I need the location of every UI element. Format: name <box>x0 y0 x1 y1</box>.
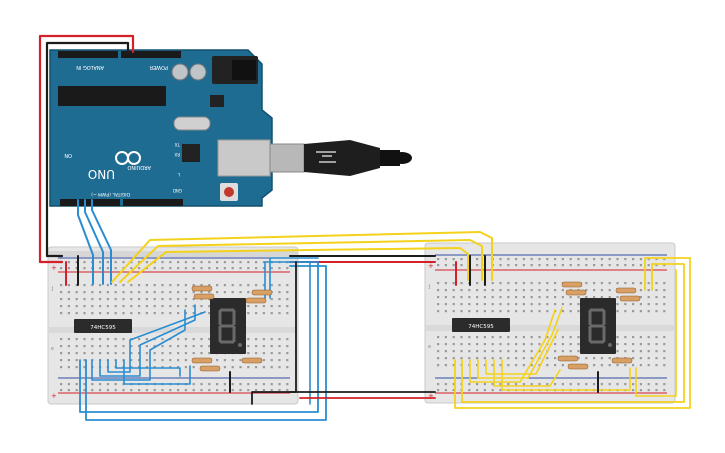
wire-blue-seg[interactable] <box>91 309 186 381</box>
plus-label-right-bottom: + <box>428 392 434 400</box>
wire-blue-2[interactable] <box>84 199 104 285</box>
gnd-label: GND <box>173 188 182 193</box>
digital-header-low <box>60 199 120 206</box>
power-header <box>121 51 181 58</box>
analog-in-label: ANALOG IN <box>76 64 104 70</box>
wire-yellow-1[interactable] <box>111 231 493 283</box>
row-letter-j: j <box>51 286 54 292</box>
wire-yellow-seg[interactable] <box>469 309 556 383</box>
analog-header <box>58 51 118 58</box>
wire-blue-3[interactable] <box>91 199 112 285</box>
resistors-left[interactable] <box>191 285 273 372</box>
on-label: ON <box>64 152 72 158</box>
wire-blue-right[interactable] <box>264 261 311 405</box>
plus-label: + <box>51 264 57 272</box>
wire-blue-seg[interactable] <box>99 304 196 377</box>
arduino-uno-board[interactable]: UNO ARDUINO ON ANALOG IN POWER DIGITAL (… <box>49 49 273 207</box>
plus-label-right: + <box>428 262 434 270</box>
crystal <box>173 116 211 131</box>
usb-port <box>217 139 271 177</box>
wire-yellow-2[interactable] <box>119 239 483 283</box>
seven-segment-left[interactable] <box>210 298 246 354</box>
tx-label: TX <box>175 142 181 147</box>
wire-blue-seg[interactable] <box>123 359 191 385</box>
power-label: POWER <box>149 64 168 70</box>
wire-yellow-loop-1[interactable] <box>454 257 691 409</box>
usb-cable[interactable] <box>217 139 412 177</box>
chip-label: 74HC595 <box>90 325 116 331</box>
wire-blue-loop-2[interactable] <box>85 265 327 421</box>
wire-yellow-3[interactable] <box>127 247 469 283</box>
wire-yellow-loop-2[interactable] <box>461 263 685 403</box>
digital-header-high <box>123 199 183 206</box>
row-letter-j-right: j <box>428 284 431 290</box>
row-letter-e: e <box>51 346 54 352</box>
brand-label: ARDUINO <box>127 164 151 170</box>
row-letter-e-right: e <box>428 344 431 350</box>
wire-yellow-seg[interactable] <box>635 269 677 397</box>
wire-blue-seg[interactable] <box>107 311 206 373</box>
digital-label: DIGITAL (PWM ~) <box>91 191 130 197</box>
resistors-right[interactable] <box>557 281 641 370</box>
capacitor <box>171 63 189 81</box>
shift-register-right[interactable]: 74HC595 <box>452 318 510 332</box>
atmega-chip <box>58 86 166 106</box>
wire-gnd-black[interactable] <box>45 41 130 258</box>
wire-blue-right[interactable] <box>269 257 319 299</box>
wires[interactable] <box>38 34 691 421</box>
wire-blue-seg[interactable] <box>115 359 181 377</box>
wire-yellow-seg[interactable] <box>477 307 563 379</box>
rx-label: RX <box>174 152 180 157</box>
usb-icon <box>316 151 336 163</box>
seven-segment-right[interactable] <box>580 298 616 354</box>
wire-yellow-seg[interactable] <box>493 359 561 387</box>
wire-blue-1[interactable] <box>77 199 94 285</box>
shift-register-left[interactable]: 74HC595 <box>74 319 132 333</box>
plus-label-bottom: + <box>51 392 57 400</box>
wire-black-right[interactable] <box>251 261 297 405</box>
wire-yellow-seg[interactable] <box>501 359 631 391</box>
breadboard-left[interactable]: j e + + <box>47 246 299 405</box>
capacitor <box>189 63 207 81</box>
wire-5v-red[interactable] <box>38 34 135 264</box>
arduino-logo <box>115 151 141 165</box>
wire-yellow-seg[interactable] <box>485 329 559 375</box>
model-label: UNO <box>88 167 115 181</box>
l-label: L <box>177 172 180 177</box>
chip-label: 74HC595 <box>468 324 494 330</box>
